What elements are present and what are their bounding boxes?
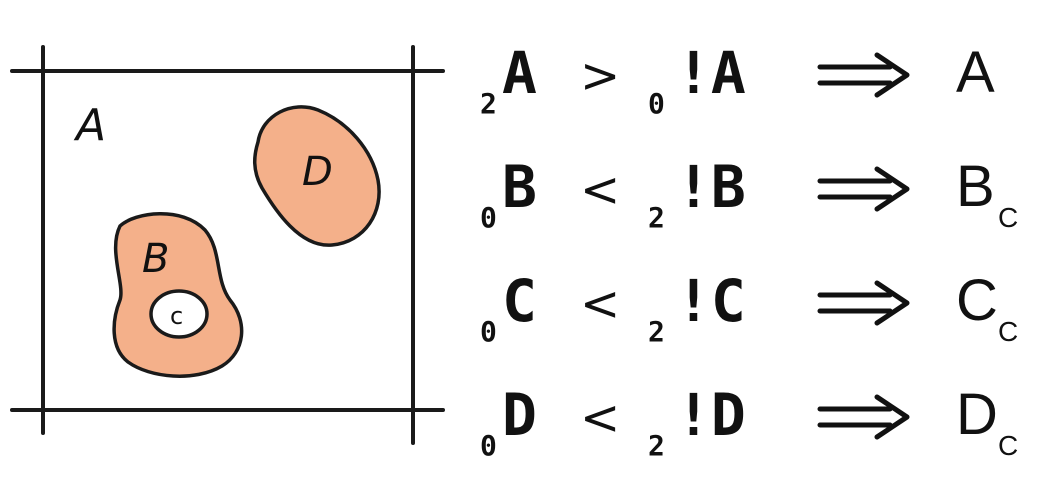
result-symbol: D: [956, 382, 998, 447]
left-symbol: D: [502, 381, 537, 449]
rule-row-d: 0 D < 2 !D D C: [470, 372, 1050, 486]
right-subscript: 2: [648, 429, 665, 462]
label-outer-a: A: [73, 100, 106, 151]
rule-list: 2 A > 0 !A A 0 B < 2 !B B C 0 C <: [470, 30, 1050, 486]
result-symbol: A: [956, 40, 995, 105]
rule-row-b: 0 B < 2 !B B C: [470, 144, 1050, 258]
right-subscript: 0: [648, 87, 665, 120]
region-c-inner: [149, 289, 209, 339]
implies-arrow-icon: [817, 280, 910, 326]
right-subscript: 2: [648, 201, 665, 234]
implies-arrow-icon: [817, 394, 910, 440]
right-symbol: !C: [676, 267, 746, 335]
rule-row-a: 2 A > 0 !A A: [470, 30, 1050, 144]
comparison-operator: <: [580, 276, 621, 332]
comparison-operator: <: [580, 390, 621, 446]
left-subscript: 2: [480, 87, 497, 120]
region-d-blob: [253, 105, 381, 247]
left-subscript: 0: [480, 315, 497, 348]
result-symbol: B: [956, 154, 995, 219]
left-symbol: A: [502, 39, 537, 107]
region-diagram: A D B c: [10, 45, 445, 445]
right-subscript: 2: [648, 315, 665, 348]
result-subscript: C: [998, 202, 1019, 233]
label-region-c: c: [170, 302, 183, 330]
right-symbol: !A: [676, 39, 746, 107]
result-symbol: C: [956, 268, 998, 333]
label-region-b: B: [142, 236, 169, 282]
rule-row-c: 0 C < 2 !C C C: [470, 258, 1050, 372]
left-symbol: C: [502, 267, 537, 335]
left-subscript: 0: [480, 429, 497, 462]
result-subscript: C: [998, 430, 1019, 461]
result-subscript: C: [998, 316, 1019, 347]
implies-arrow-icon: [817, 52, 910, 98]
label-region-d: D: [302, 149, 333, 195]
comparison-operator: <: [580, 162, 621, 218]
comparison-operator: >: [580, 48, 621, 104]
right-symbol: !B: [676, 153, 746, 221]
left-symbol: B: [502, 153, 537, 221]
left-subscript: 0: [480, 201, 497, 234]
implies-arrow-icon: [817, 166, 910, 212]
right-symbol: !D: [676, 381, 746, 449]
